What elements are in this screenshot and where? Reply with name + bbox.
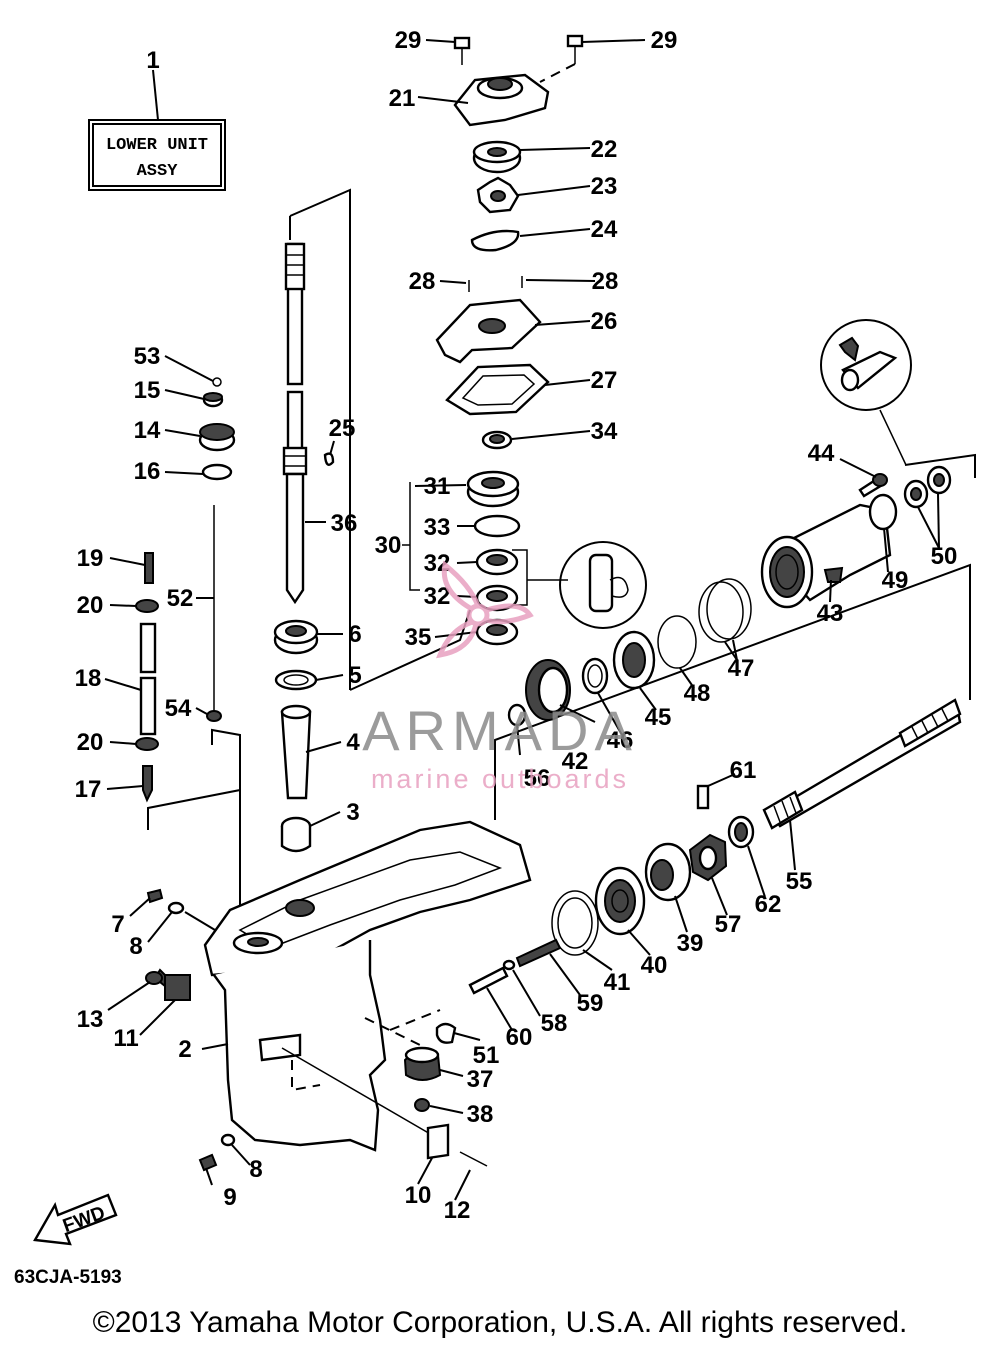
callout-62: 62 xyxy=(755,891,782,918)
callout-24: 24 xyxy=(591,216,618,243)
callout-33: 33 xyxy=(424,514,451,541)
exploded-parts-diagram: LOWER UNIT ASSY xyxy=(14,27,976,1288)
callout-13: 13 xyxy=(77,1006,104,1033)
callout-42: 42 xyxy=(562,748,589,775)
callout-46: 46 xyxy=(607,727,634,754)
callout-18: 18 xyxy=(75,665,102,692)
lower-unit-assy-label: LOWER UNIT ASSY xyxy=(88,69,226,191)
callout-19: 19 xyxy=(77,545,104,572)
watermark-brand: ARMADA xyxy=(362,699,638,762)
assy-label-line-2: ASSY xyxy=(137,162,179,181)
callout-27: 27 xyxy=(591,367,618,394)
callout-7: 7 xyxy=(111,911,124,938)
callout-numbers: 1 2 3 4 5 6 7 8 8 9 10 11 12 13 14 15 16… xyxy=(75,27,958,1224)
callout-10: 10 xyxy=(405,1182,432,1209)
callout-8-upper: 8 xyxy=(129,933,142,960)
housing-hardware xyxy=(145,888,488,1172)
callout-9: 9 xyxy=(223,1184,236,1211)
callout-59: 59 xyxy=(577,990,604,1017)
callout-37: 37 xyxy=(467,1066,494,1093)
fwd-label: FWD xyxy=(60,1203,108,1238)
callout-44: 44 xyxy=(808,440,835,467)
callout-35: 35 xyxy=(405,624,432,651)
callout-30: 30 xyxy=(375,532,402,559)
watermark-tagline: marine outboards xyxy=(371,764,629,794)
callout-20-upper: 20 xyxy=(77,592,104,619)
shift-plunger-parts xyxy=(468,938,562,995)
callout-3: 3 xyxy=(346,799,359,826)
pump-plates xyxy=(435,276,550,416)
callout-50: 50 xyxy=(931,543,958,570)
callout-49: 49 xyxy=(882,567,909,594)
callout-45: 45 xyxy=(645,704,672,731)
callout-41: 41 xyxy=(604,969,631,996)
callout-14: 14 xyxy=(134,417,161,444)
callout-47: 47 xyxy=(728,655,755,682)
armada-watermark: ARMADA marine outboards xyxy=(362,560,638,794)
pump-internals xyxy=(470,140,522,252)
seal-stack xyxy=(402,430,568,646)
callout-25: 25 xyxy=(329,415,356,442)
callout-26: 26 xyxy=(591,308,618,335)
callout-43: 43 xyxy=(817,600,844,627)
callout-1: 1 xyxy=(146,47,159,74)
callout-2: 2 xyxy=(178,1036,191,1063)
callout-54: 54 xyxy=(165,695,192,722)
callout-53: 53 xyxy=(134,343,161,370)
callout-12: 12 xyxy=(444,1197,471,1224)
prop-shaft-housing xyxy=(760,465,952,609)
callout-28-left: 28 xyxy=(409,268,436,295)
driveshaft xyxy=(282,242,335,605)
detail-circle-bushing xyxy=(820,319,912,466)
callout-11: 11 xyxy=(113,1025,138,1052)
lower-unit-housing xyxy=(203,820,532,1152)
callout-56: 56 xyxy=(524,765,551,792)
pinion-and-nut xyxy=(403,1022,457,1112)
callout-52: 52 xyxy=(167,585,194,612)
driveshaft-housing-parts xyxy=(273,619,319,853)
callout-60: 60 xyxy=(506,1024,533,1051)
watermark-propeller-icon xyxy=(436,560,534,659)
propeller-shaft xyxy=(762,698,962,830)
callout-40: 40 xyxy=(641,952,668,979)
drawing-code: 63CJA-5193 xyxy=(14,1267,122,1288)
callout-29-right: 29 xyxy=(651,27,678,54)
detail-circle-bearing xyxy=(559,541,647,629)
callout-21: 21 xyxy=(389,85,416,112)
callout-23: 23 xyxy=(591,173,618,200)
assy-label-line-1: LOWER UNIT xyxy=(106,136,208,155)
forward-gear xyxy=(507,659,571,727)
callout-16: 16 xyxy=(134,458,161,485)
callout-5: 5 xyxy=(348,662,361,689)
callout-34: 34 xyxy=(591,418,618,445)
fwd-direction-arrow: FWD xyxy=(33,1193,118,1246)
callout-15: 15 xyxy=(134,377,161,404)
callout-20-lower: 20 xyxy=(77,729,104,756)
reverse-gear-parts xyxy=(551,784,755,956)
callout-8-lower: 8 xyxy=(249,1156,262,1183)
callout-38: 38 xyxy=(467,1101,494,1128)
callout-4: 4 xyxy=(346,729,360,756)
callout-28-right: 28 xyxy=(592,268,619,295)
callout-58: 58 xyxy=(541,1010,568,1037)
callout-31: 31 xyxy=(424,473,451,500)
copyright-notice: ©2013 Yamaha Motor Corporation, U.S.A. A… xyxy=(92,1306,908,1339)
callout-36: 36 xyxy=(331,510,358,537)
callout-39: 39 xyxy=(677,930,704,957)
callout-61: 61 xyxy=(730,757,757,784)
callout-51: 51 xyxy=(473,1042,500,1069)
callout-6: 6 xyxy=(348,621,361,648)
water-pump-housing xyxy=(453,34,584,127)
callout-leader-lines xyxy=(104,39,940,1201)
callout-17: 17 xyxy=(75,776,102,803)
callout-48: 48 xyxy=(684,680,711,707)
shift-rod-parts xyxy=(135,377,236,803)
callout-29-left: 29 xyxy=(395,27,422,54)
callout-55: 55 xyxy=(786,868,813,895)
callout-57: 57 xyxy=(715,911,742,938)
callout-22: 22 xyxy=(591,136,618,163)
forward-bearings xyxy=(581,578,752,695)
